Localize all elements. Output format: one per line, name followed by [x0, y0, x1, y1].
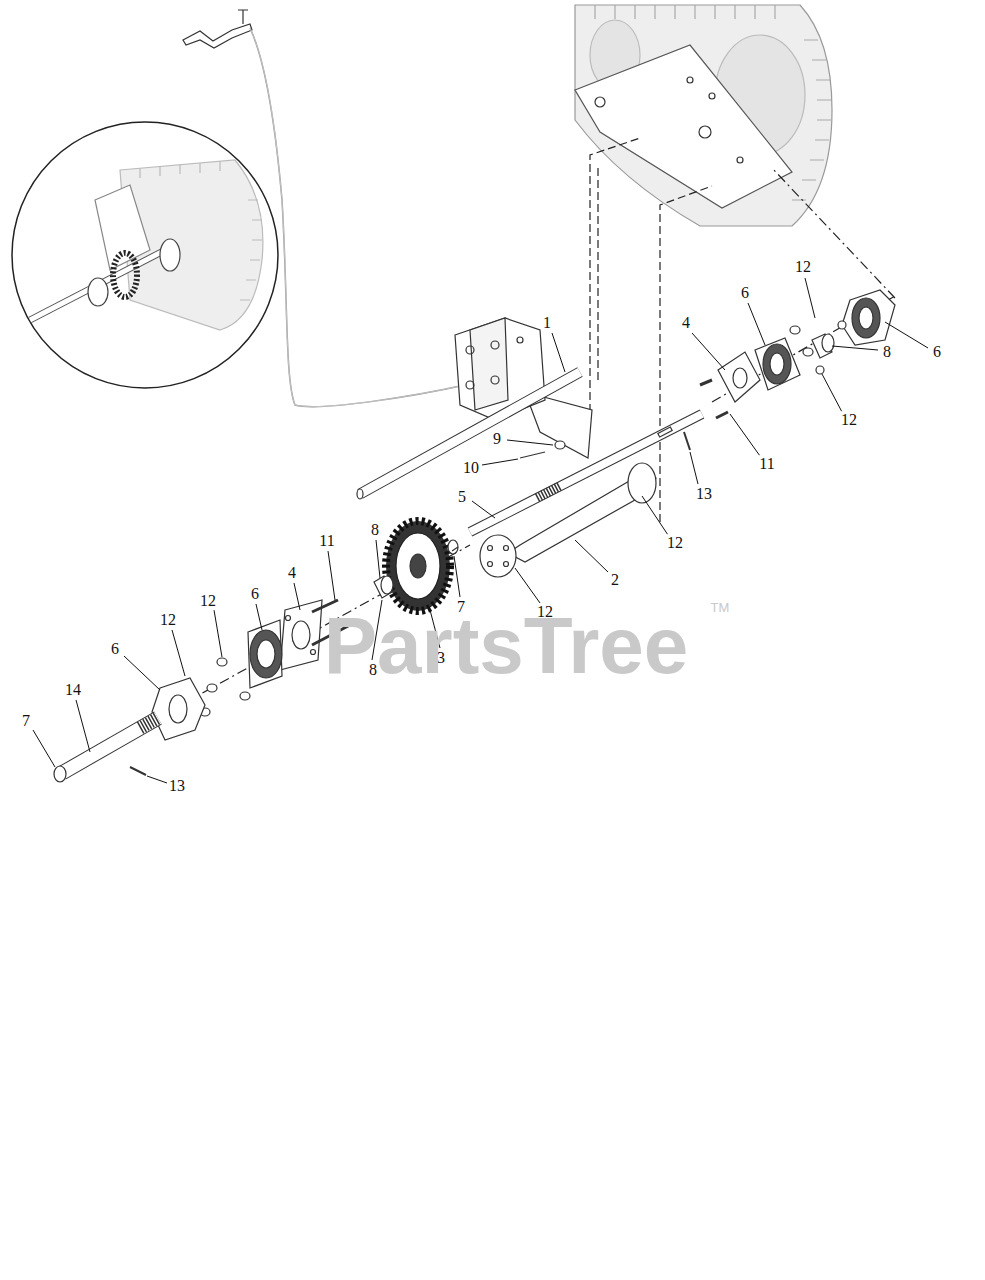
callout-number: 6 [740, 284, 750, 302]
callout-number: 2 [610, 571, 620, 589]
callout-number: 7 [21, 712, 31, 730]
callout-number: 5 [457, 488, 467, 506]
callout-number: 14 [64, 681, 82, 699]
callout-number: 13 [695, 485, 713, 503]
callout-number: 12 [666, 534, 684, 552]
callout-number: 4 [681, 314, 691, 332]
callout-number: 9 [492, 430, 502, 448]
callout-number: 12 [840, 411, 858, 429]
callout-number: 13 [168, 777, 186, 795]
callout-number: 11 [758, 455, 775, 473]
callout-number: 6 [932, 343, 942, 361]
trademark-mark: TM [711, 601, 730, 614]
callout-number: 10 [462, 459, 480, 477]
callout-number: 8 [370, 521, 380, 539]
callout-number: 12 [199, 592, 217, 610]
callout-number: 12 [159, 611, 177, 629]
callout-number: 11 [318, 532, 335, 550]
callout-number: 4 [287, 564, 297, 582]
callout-number: 6 [250, 585, 260, 603]
callout-number: 6 [110, 640, 120, 658]
callout-number: 8 [882, 343, 892, 361]
callout-number: 1 [542, 314, 552, 332]
callout-number: 12 [794, 258, 812, 276]
watermark: PartsTree [324, 606, 689, 686]
